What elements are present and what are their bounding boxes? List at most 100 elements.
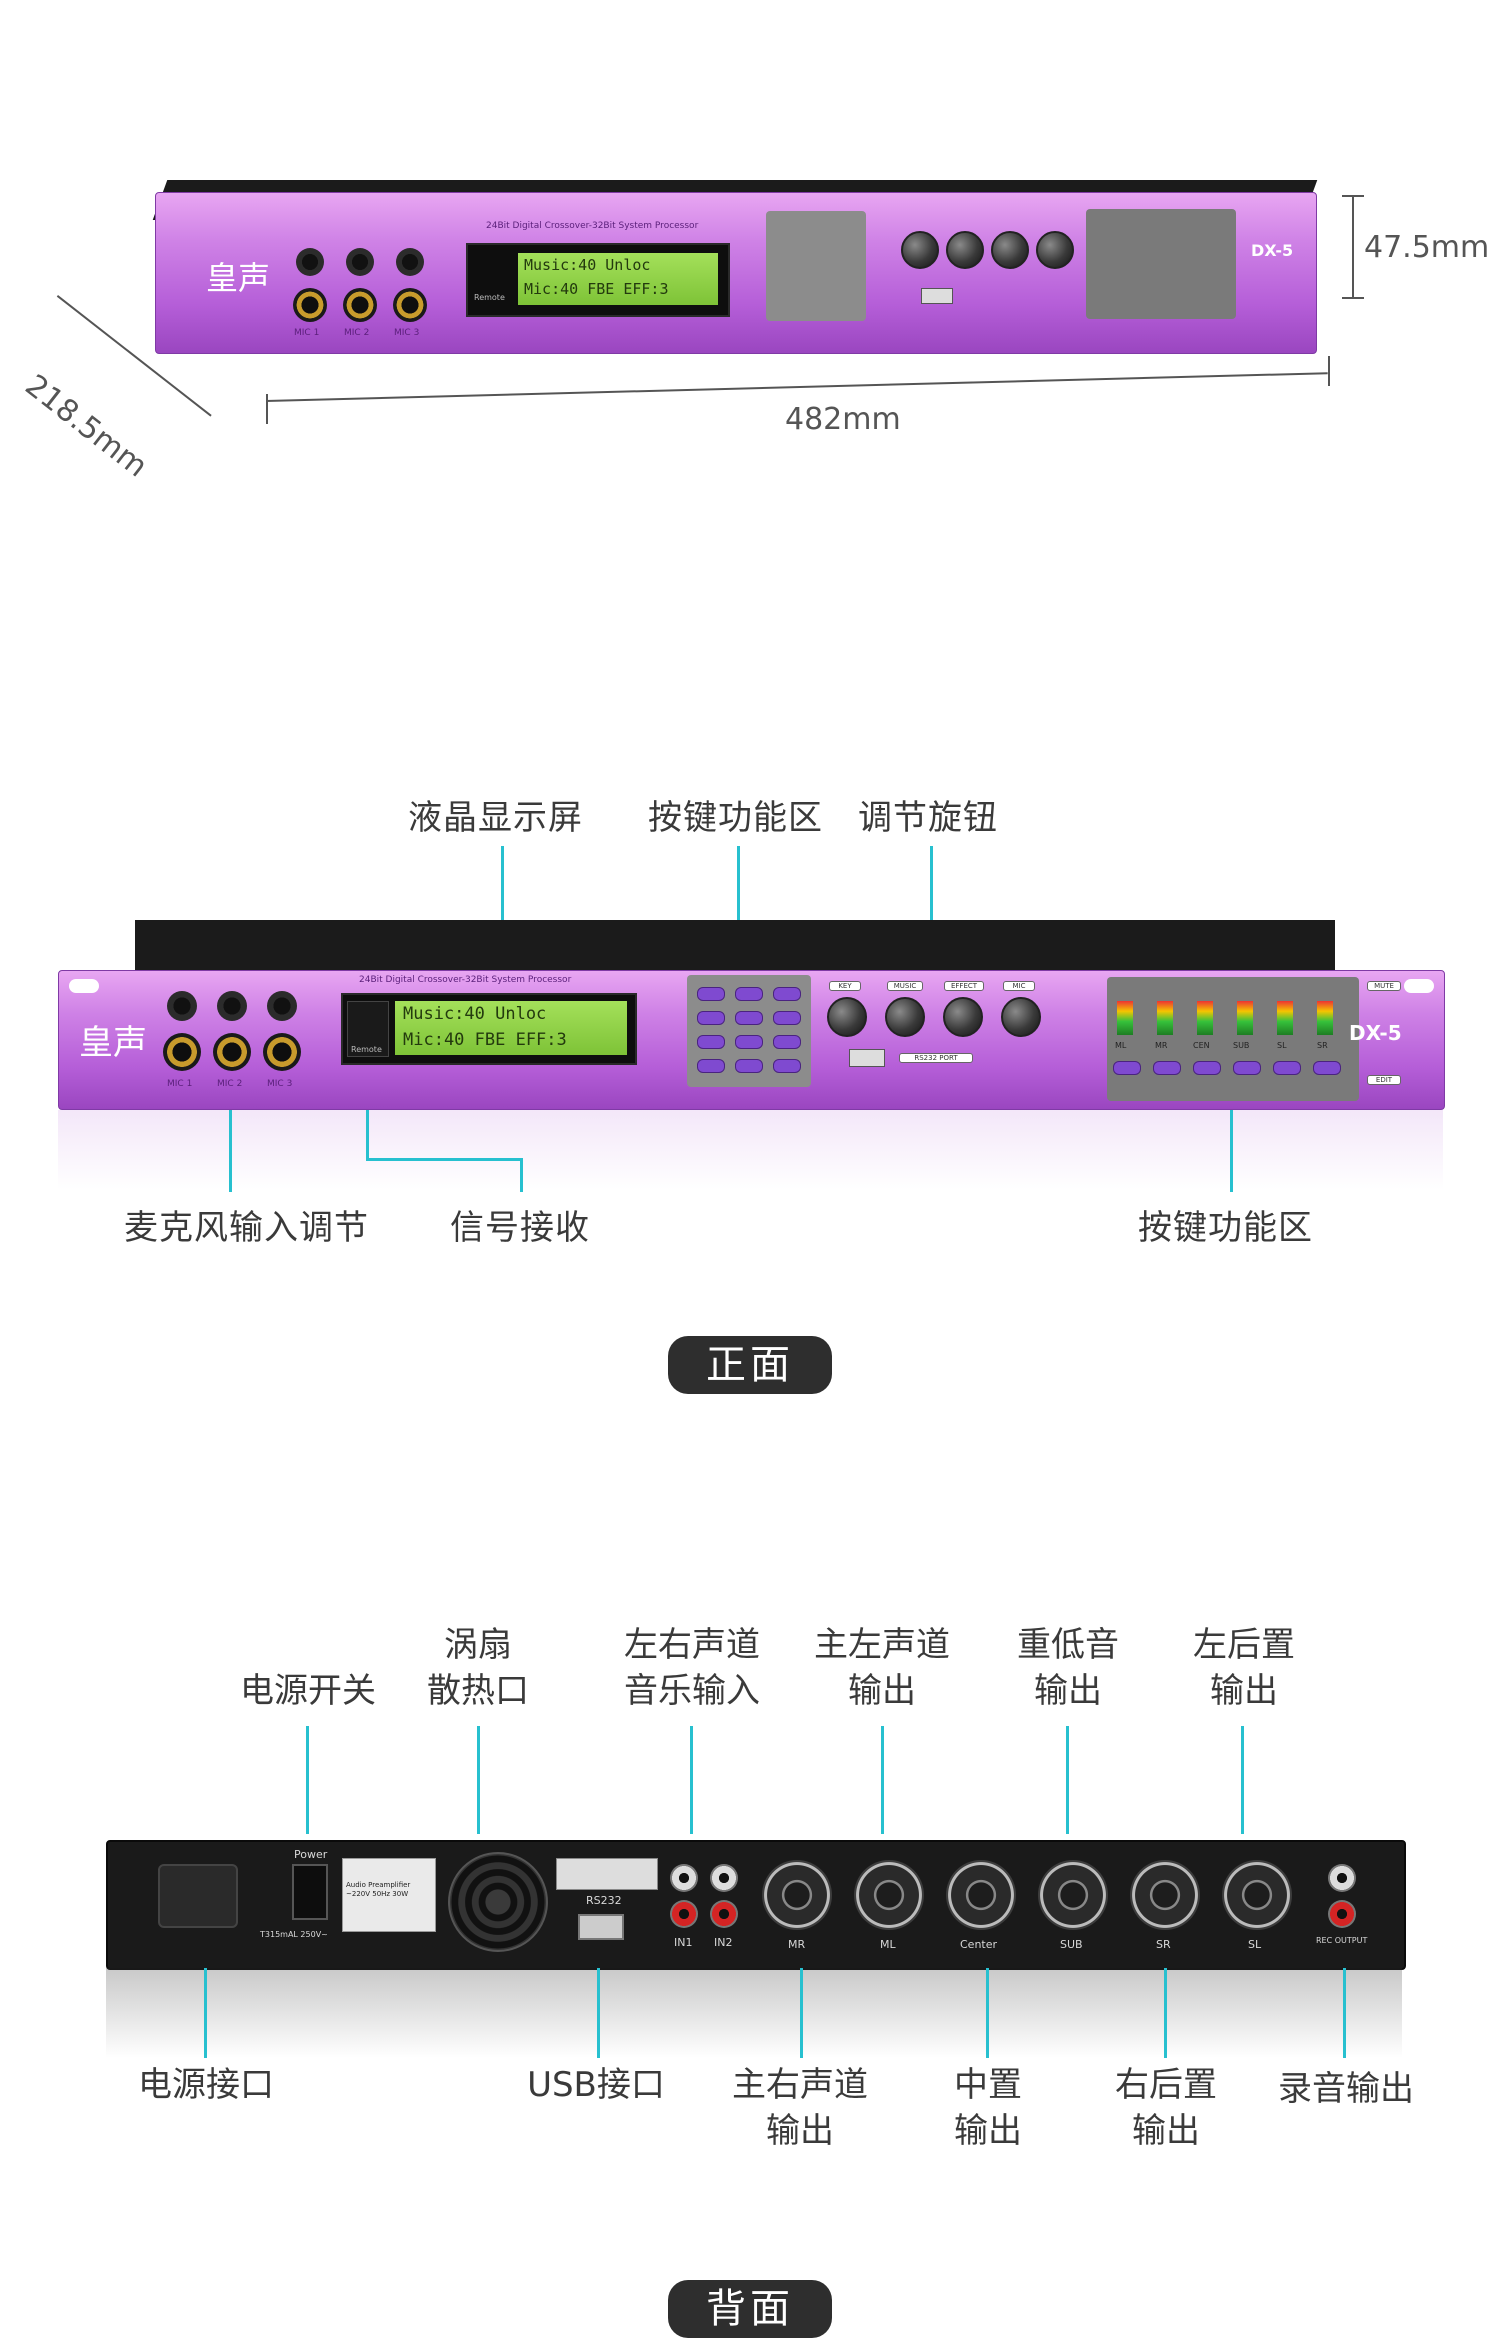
callout-main-right: 主右声道 输出: [720, 2062, 880, 2154]
rca-in1-red[interactable]: [670, 1900, 698, 1928]
power-switch[interactable]: [292, 1864, 328, 1920]
front-mic2-knob[interactable]: [217, 991, 247, 1021]
meter-label-mr: MR: [1155, 1041, 1168, 1050]
front-mic2-label: MIC 2: [217, 1079, 243, 1089]
rca-in2-white[interactable]: [710, 1864, 738, 1892]
label-ml: ML: [880, 1938, 896, 1951]
usb-port-back[interactable]: [578, 1914, 624, 1940]
meter-cen: [1197, 1001, 1213, 1035]
key-6[interactable]: [773, 1011, 801, 1025]
width-dim-line: [266, 372, 1328, 402]
knob-1[interactable]: [901, 231, 939, 269]
rca-rec-red[interactable]: [1328, 1900, 1356, 1928]
mic1-knob[interactable]: [296, 248, 324, 276]
front-faceplate: 皇声 MIC 1 MIC 2 MIC 3 24Bit Digital Cross…: [58, 970, 1445, 1110]
mute-key-3[interactable]: [1193, 1061, 1221, 1075]
front-knob-key[interactable]: [827, 997, 867, 1037]
mic2-knob[interactable]: [346, 248, 374, 276]
mute-key-1[interactable]: [1113, 1061, 1141, 1075]
callout-main-left-l2: 输出: [848, 1671, 916, 1711]
mute-key-6[interactable]: [1313, 1061, 1341, 1075]
power-label: Power: [294, 1848, 328, 1861]
rca-in1-white[interactable]: [670, 1864, 698, 1892]
key-5[interactable]: [735, 1011, 763, 1025]
knob-2[interactable]: [946, 231, 984, 269]
callout-left-rear-l1: 左后置: [1193, 1625, 1295, 1665]
key-9[interactable]: [773, 1035, 801, 1049]
rca-in2-red[interactable]: [710, 1900, 738, 1928]
width-dim-cap-left: [266, 394, 268, 424]
front-model-label: DX-5: [1349, 1021, 1402, 1045]
front-knob-effect[interactable]: [943, 997, 983, 1037]
key-11[interactable]: [735, 1059, 763, 1073]
mute-key-5[interactable]: [1273, 1061, 1301, 1075]
front-mic1-jack[interactable]: [163, 1033, 201, 1071]
top-product-view: 皇声 24Bit Digital Crossover-32Bit System …: [0, 0, 1500, 484]
xlr-sub[interactable]: [1038, 1860, 1108, 1930]
xlr-ml[interactable]: [854, 1860, 924, 1930]
meter-label-cen: CEN: [1193, 1041, 1210, 1050]
front-usb-label: RS232 PORT: [899, 1053, 973, 1063]
key-12[interactable]: [773, 1059, 801, 1073]
leader-center: [986, 1968, 989, 2058]
mute-key-4[interactable]: [1233, 1061, 1261, 1075]
callout-center: 中置 输出: [918, 2062, 1058, 2154]
mute-key-2[interactable]: [1153, 1061, 1181, 1075]
width-dim-cap-right: [1328, 356, 1330, 386]
mic3-jack[interactable]: [393, 288, 427, 322]
key-3[interactable]: [773, 987, 801, 1001]
front-mic3-jack[interactable]: [263, 1033, 301, 1071]
label-sub: SUB: [1060, 1938, 1083, 1951]
key-4[interactable]: [697, 1011, 725, 1025]
callout-main-left-l1: 主左声道: [814, 1625, 950, 1665]
knob-3[interactable]: [991, 231, 1029, 269]
meter-label-ml: ML: [1115, 1041, 1127, 1050]
key-1[interactable]: [697, 987, 725, 1001]
key-7[interactable]: [697, 1035, 725, 1049]
xlr-mr[interactable]: [762, 1860, 832, 1930]
rca-rec-white[interactable]: [1328, 1864, 1356, 1892]
lcd-display: Remote Music:40 Unloc Mic:40 FBE EFF:3: [466, 243, 730, 317]
rec-label: REC OUTPUT: [1316, 1936, 1368, 1945]
leader-usb: [597, 1968, 600, 2058]
key-2[interactable]: [735, 987, 763, 1001]
leader-fan: [477, 1726, 480, 1834]
front-mic3-knob[interactable]: [267, 991, 297, 1021]
callout-rec: 录音输出: [1266, 2066, 1426, 2112]
leader-lcd: [501, 846, 504, 920]
keypad: [766, 211, 866, 321]
knob-4[interactable]: [1036, 231, 1074, 269]
back-view: 电源开关 涡扇 散热口 左右声道 音乐输入 主左声道 输出 重低音 输出 左后置…: [0, 1600, 1500, 2338]
power-socket[interactable]: [158, 1864, 238, 1928]
xlr-sr[interactable]: [1130, 1860, 1200, 1930]
front-usb-port[interactable]: [849, 1049, 885, 1067]
model-label: DX-5: [1251, 241, 1294, 260]
fan-grille: [448, 1852, 548, 1952]
mic1-jack[interactable]: [293, 288, 327, 322]
usb-port[interactable]: [921, 288, 953, 304]
info-sticker: Audio Preamplifier ~220V 50Hz 30W: [342, 1858, 436, 1932]
key-8[interactable]: [735, 1035, 763, 1049]
callout-power-switch-l1: 电源开关: [240, 1671, 376, 1711]
knob-label-music: MUSIC: [887, 981, 923, 991]
height-dim-text: 47.5mm: [1364, 230, 1490, 265]
callout-main-right-l1: 主右声道: [732, 2065, 868, 2105]
xlr-sl[interactable]: [1222, 1860, 1292, 1930]
callout-center-l2: 输出: [954, 2111, 1022, 2151]
header-text: 24Bit Digital Crossover-32Bit System Pro…: [486, 221, 699, 231]
front-mic1-knob[interactable]: [167, 991, 197, 1021]
leader-power-socket: [204, 1968, 207, 2058]
front-brand-logo: 皇声: [79, 1023, 147, 1063]
xlr-center[interactable]: [946, 1860, 1016, 1930]
front-mic2-jack[interactable]: [213, 1033, 251, 1071]
lcd-line1: Music:40 Unloc: [524, 256, 651, 274]
in1-label: IN1: [674, 1936, 693, 1949]
front-meter-bank: ML MR CEN SUB SL SR: [1107, 977, 1359, 1101]
callout-main-right-l2: 输出: [766, 2111, 834, 2151]
mic3-knob[interactable]: [396, 248, 424, 276]
key-10[interactable]: [697, 1059, 725, 1073]
front-knob-music[interactable]: [885, 997, 925, 1037]
callout-usb-l1: USB接口: [527, 2065, 665, 2105]
front-knob-mic[interactable]: [1001, 997, 1041, 1037]
mic2-jack[interactable]: [343, 288, 377, 322]
